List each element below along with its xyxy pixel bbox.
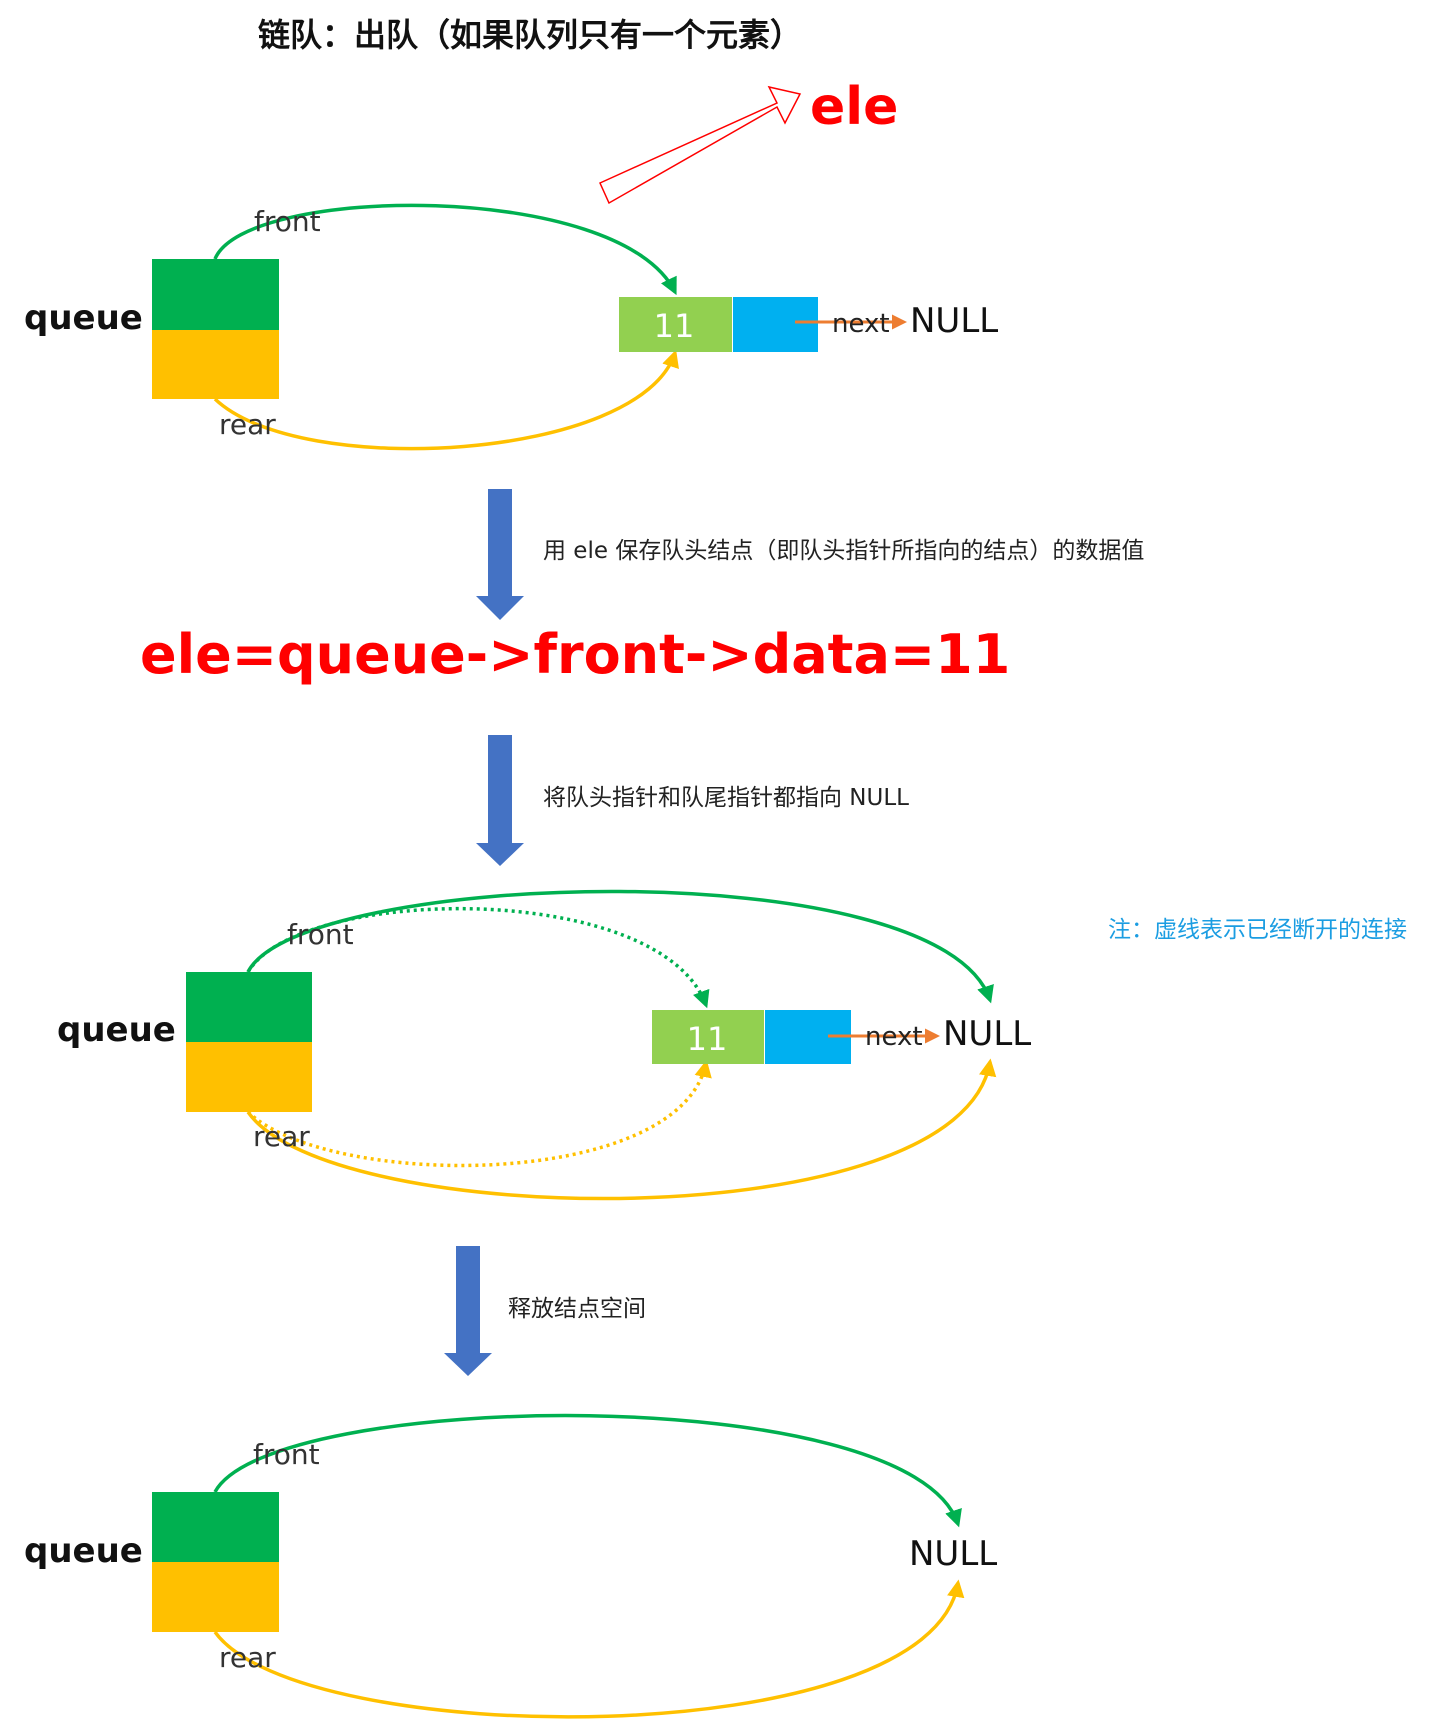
- ele-output-arrow: [599, 85, 802, 205]
- step-arrow-2: [476, 735, 524, 866]
- node-value: 11: [654, 307, 695, 345]
- queue-label: queue: [57, 1010, 176, 1050]
- front-cell: [186, 972, 312, 1042]
- front-to-null-arrow: [213, 1413, 962, 1528]
- rear-old-link-dashed: [246, 1059, 712, 1168]
- stage-2: 注：虚线表示已经断开的连接 queue front rear 11 next N…: [57, 889, 1407, 1201]
- next-label: next: [865, 1022, 923, 1052]
- node-data-cell: [619, 297, 732, 352]
- step-2-text: 将队头指针和队尾指针都指向 NULL: [543, 785, 909, 811]
- rear-to-null-arrow: [246, 1058, 997, 1201]
- rear-cell: [152, 330, 279, 399]
- rear-cell: [152, 1562, 279, 1632]
- next-label: next: [832, 309, 890, 339]
- step-1-text: 用 ele 保存队头结点（即队头指针所指向的结点）的数据值: [543, 538, 1144, 564]
- step-3-text: 释放结点空间: [508, 1296, 646, 1322]
- front-cell: [152, 1492, 279, 1562]
- null-label: NULL: [909, 1534, 997, 1574]
- node-data-cell: [652, 1010, 764, 1064]
- rear-pointer-arrow: [213, 349, 679, 451]
- rear-label: rear: [219, 408, 276, 441]
- expression: ele=queue->front->data=11: [140, 623, 1010, 686]
- front-label: front: [254, 205, 321, 238]
- front-label: front: [253, 1438, 320, 1471]
- front-cell: [152, 259, 279, 330]
- node-value: 11: [687, 1020, 728, 1058]
- node-next-cell: [733, 297, 818, 352]
- queue-label: queue: [24, 298, 143, 338]
- front-label: front: [287, 918, 354, 951]
- rear-label: rear: [219, 1641, 276, 1674]
- rear-to-null-arrow: [213, 1579, 965, 1719]
- front-to-null-arrow: [246, 889, 994, 1004]
- rear-label: rear: [253, 1120, 310, 1153]
- dashed-note: 注：虚线表示已经断开的连接: [1108, 917, 1407, 943]
- step-arrow-1: [476, 489, 524, 620]
- null-label: NULL: [910, 301, 998, 341]
- null-label: NULL: [943, 1014, 1031, 1054]
- rear-cell: [186, 1042, 312, 1112]
- step-arrow-3: [444, 1246, 492, 1376]
- stage-3: queue front rear NULL: [24, 1413, 997, 1719]
- stage-1: ele queue front rear 11 next NULL: [24, 77, 998, 451]
- ele-label: ele: [810, 77, 898, 137]
- front-pointer-arrow: [213, 203, 677, 296]
- queue-label: queue: [24, 1531, 143, 1571]
- diagram-title: 链队：出队（如果队列只有一个元素）: [258, 16, 802, 54]
